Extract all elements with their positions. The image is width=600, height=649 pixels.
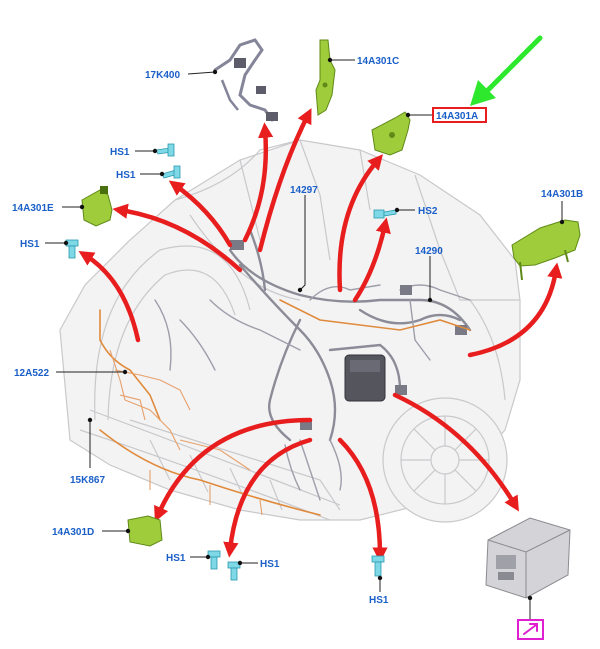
- external-link-icon[interactable]: [517, 619, 544, 640]
- fastener-hs1-b: [161, 165, 181, 179]
- callout-14a301c: 14A301C: [357, 56, 399, 67]
- green-pointer-arrow: [470, 35, 543, 106]
- callout-14290: 14290: [415, 246, 443, 257]
- callout-hs1-d: HS1: [166, 553, 186, 564]
- callout-hs1-c: HS1: [20, 239, 40, 250]
- highlight-box-14a301a: [432, 107, 487, 123]
- callout-hs2: HS2: [418, 206, 438, 217]
- fastener-hs1-d: [207, 550, 221, 570]
- vehicle-body: [59, 139, 521, 523]
- callout-14a301e: 14A301E: [12, 203, 54, 214]
- bracket-14a301d: [127, 515, 163, 547]
- callout-14a301b: 14A301B: [541, 189, 583, 200]
- callout-hs1-e: HS1: [260, 559, 280, 570]
- fastener-hs2: [373, 209, 397, 219]
- callout-12a522: 12A522: [14, 368, 49, 379]
- callout-15k867: 15K867: [70, 475, 105, 486]
- engine-harness-14297: [154, 228, 472, 501]
- bracket-14a301a: [371, 111, 411, 156]
- fastener-hs1-f: [371, 555, 385, 577]
- callout-14a301d: 14A301D: [52, 527, 94, 538]
- bracket-14a301e: [81, 186, 113, 227]
- bracket-14a301b: [511, 219, 581, 281]
- leader-lines: [45, 57, 565, 620]
- bracket-14a301c: [315, 39, 336, 116]
- callout-14297: 14297: [290, 185, 318, 196]
- callout-hs1-f: HS1: [369, 595, 389, 606]
- callout-17k400: 17K400: [145, 70, 180, 81]
- part-17k400: [213, 38, 278, 122]
- electronic-module: [485, 517, 571, 599]
- callout-hs1-a: HS1: [110, 147, 130, 158]
- fastener-hs1-a: [155, 143, 175, 157]
- callout-14a301a[interactable]: 14A301A: [436, 111, 478, 122]
- callout-hs1-b: HS1: [116, 170, 136, 181]
- orange-harness-12a522: [99, 299, 471, 516]
- red-arrows: [78, 108, 563, 563]
- fastener-hs1-e: [227, 561, 241, 581]
